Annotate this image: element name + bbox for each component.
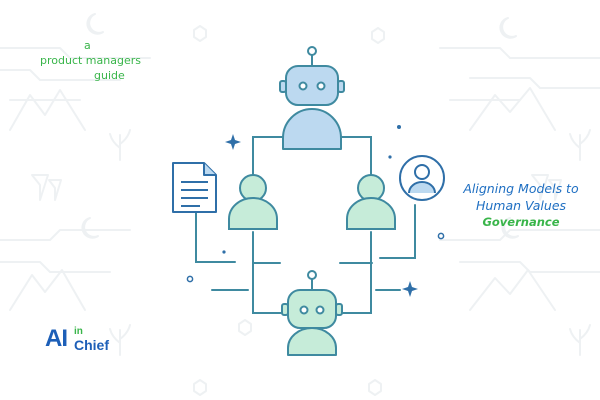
leaf-icon [109, 129, 131, 161]
tree-icon [531, 174, 562, 201]
connector-line [379, 204, 416, 259]
document-lines [181, 181, 208, 207]
sparkle-icon [225, 134, 241, 150]
moon-icon [81, 217, 99, 239]
network-connectors [195, 136, 416, 314]
leaf-icon [109, 324, 131, 356]
user-circle-head [414, 164, 430, 180]
dot-icon [437, 232, 445, 240]
connector-line [252, 136, 283, 177]
robot-icon [281, 270, 343, 356]
document-fold [203, 163, 216, 176]
headline-line-1: Aligning Models to [463, 181, 579, 196]
dot-icon [186, 275, 194, 283]
mountain-icon [9, 269, 86, 311]
robot-icon [279, 46, 345, 150]
kicker-line-3: guide [94, 69, 125, 82]
robot-eye-left [298, 81, 308, 91]
moon-icon [86, 13, 104, 35]
logo-part-1: AI [45, 325, 68, 352]
hexagon-icon [193, 379, 207, 396]
leaf-icon [569, 324, 591, 356]
logo-part-2: in [74, 326, 83, 337]
circuit-lines-bottom-right [439, 229, 600, 273]
kicker-line-1: a [84, 39, 91, 52]
robot-eye-left [299, 305, 309, 315]
headline: Aligning Models to Human Values Governan… [446, 180, 596, 231]
moon-icon [499, 17, 517, 39]
logo: AI in Chief [45, 325, 125, 365]
hexagon-icon [238, 319, 252, 336]
leaf-icon [569, 129, 591, 161]
robot-antenna-tip [307, 46, 317, 56]
connector-line [252, 231, 283, 314]
robot-antenna-tip [307, 270, 317, 280]
circuit-lines-top-right [439, 47, 600, 101]
robot-body [287, 327, 337, 356]
mountain-icon [9, 89, 86, 131]
hexagon-icon [193, 25, 207, 42]
connector-line [195, 211, 236, 263]
robot-eye-right [316, 81, 326, 91]
robot-head [285, 65, 339, 106]
connector-line [341, 136, 372, 177]
background-decoration [0, 13, 600, 396]
mountain-icon [469, 269, 556, 311]
sparkles [186, 125, 445, 297]
user-circle-body [408, 181, 436, 194]
user-circle-icon [399, 155, 445, 201]
dot-icon [222, 250, 226, 254]
hexagon-icon [371, 27, 385, 44]
logo-part-3: Chief [74, 337, 109, 353]
person-body [346, 197, 396, 230]
headline-line-2: Human Values [475, 198, 567, 213]
dot-icon [388, 155, 392, 159]
headline-subtitle: Governance [482, 215, 560, 229]
tree-icon [31, 174, 62, 201]
hexagon-icon [368, 379, 382, 396]
dot-icon [397, 125, 401, 129]
connector-line [341, 231, 372, 314]
moon-icon [501, 217, 519, 239]
robot-body [282, 108, 342, 150]
robot-eye-right [315, 305, 325, 315]
circuit-lines-top-left [0, 47, 151, 101]
document-icon [172, 162, 217, 213]
person-body [228, 197, 278, 230]
person-icon [228, 174, 278, 230]
mountain-icon [469, 87, 556, 131]
sparkle-icon [402, 281, 418, 297]
circuit-lines-bottom-left [0, 229, 131, 273]
robot-head [287, 289, 337, 329]
person-icon [346, 174, 396, 230]
kicker-line-2: product managers [40, 54, 141, 67]
